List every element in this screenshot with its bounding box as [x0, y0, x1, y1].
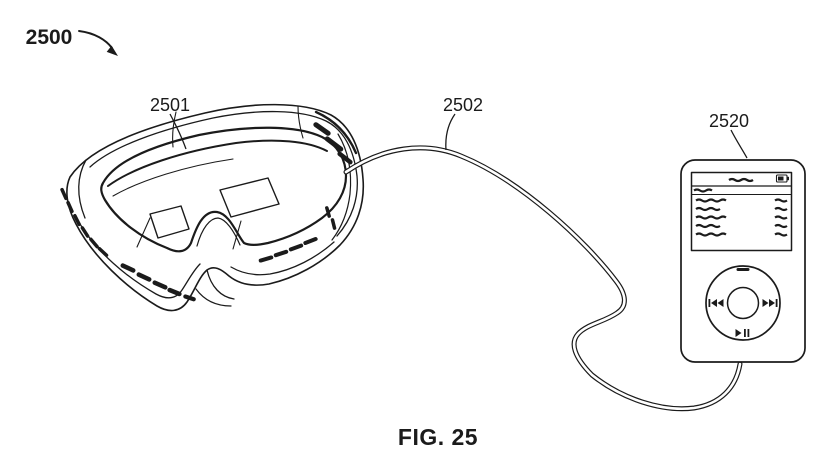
leader-cable	[445, 113, 456, 151]
click-wheel-center-button	[726, 286, 760, 320]
media-player-drawing	[680, 159, 806, 363]
right-vent-slots	[325, 206, 337, 230]
right-eye-screen	[219, 177, 280, 218]
previous-track-icon	[708, 299, 724, 307]
battery-icon	[775, 174, 789, 183]
click-wheel	[705, 265, 781, 341]
player-screen	[690, 171, 793, 252]
leader-player	[730, 129, 748, 159]
label-system-2500: 2500	[26, 26, 73, 49]
cable-drawing	[343, 145, 743, 412]
left-eye-screen	[149, 205, 190, 239]
screen-list-rows	[695, 198, 788, 237]
goggles-drawing	[60, 103, 365, 312]
goggles-interior-opening	[100, 126, 348, 253]
goggles-outline	[66, 103, 365, 312]
screen-subtitle-squiggle	[693, 188, 713, 193]
screen-title-squiggle	[728, 177, 754, 183]
system-arrow	[78, 30, 113, 49]
label-player-2520: 2520	[709, 111, 749, 131]
label-cable-2502: 2502	[443, 95, 483, 115]
player-body	[680, 159, 806, 363]
cable-core	[344, 146, 742, 410]
play-pause-icon	[735, 329, 750, 337]
annotations: 2500 2501 2502 2520 FIG. 25	[26, 26, 749, 450]
leader-goggles	[169, 113, 187, 150]
menu-bar-icon	[736, 268, 750, 271]
left-vent-slots	[60, 187, 109, 258]
system-arrowhead	[106, 45, 118, 56]
bottom-right-vent-slots	[258, 237, 318, 263]
label-goggles-2501: 2501	[150, 95, 190, 115]
next-track-icon	[762, 299, 778, 307]
bottom-left-vent-slots	[120, 263, 196, 302]
figure-caption: FIG. 25	[398, 424, 478, 450]
strap-slots	[313, 122, 353, 165]
